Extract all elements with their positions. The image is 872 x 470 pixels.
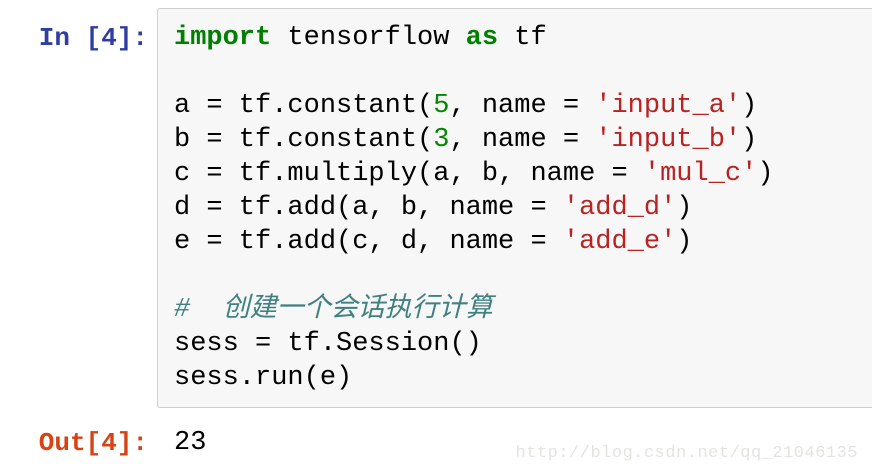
- code-token-pl: ): [741, 125, 758, 155]
- code-cell[interactable]: import tensorflow as tf a = tf.constant(…: [157, 8, 872, 408]
- watermark-text: http://blog.csdn.net/qq_21046135: [515, 444, 858, 463]
- code-line: [174, 55, 864, 89]
- code-token-str: 'add_d': [562, 193, 677, 223]
- code-token-str: 'input_b': [595, 125, 742, 155]
- output-prompt: Out[4]:: [38, 428, 148, 458]
- code-token-num: 3: [433, 125, 450, 155]
- code-token-pl: c = tf.multiply(a, b, name =: [174, 159, 644, 189]
- code-editor[interactable]: import tensorflow as tf a = tf.constant(…: [174, 21, 864, 395]
- input-cell-row: In [4]: import tensorflow as tf a = tf.c…: [38, 8, 872, 408]
- code-token-pl: ): [741, 91, 758, 121]
- code-token-pl: b = tf.constant(: [174, 125, 434, 155]
- code-token-pl: e = tf.add(c, d, name =: [174, 227, 563, 257]
- code-token-num: 5: [433, 91, 450, 121]
- code-token-pl: ): [757, 159, 774, 189]
- code-token-pl: ): [676, 193, 693, 223]
- code-token-pl: sess = tf.Session(): [174, 329, 482, 359]
- code-line: # 创建一个会话执行计算: [174, 293, 864, 327]
- code-line: e = tf.add(c, d, name = 'add_e'): [174, 225, 864, 259]
- output-value: 23: [174, 428, 207, 458]
- code-token-kw: import: [174, 23, 272, 53]
- code-line: c = tf.multiply(a, b, name = 'mul_c'): [174, 157, 864, 191]
- code-line: [174, 259, 864, 293]
- code-token-pl: sess.run(e): [174, 363, 353, 393]
- code-line: import tensorflow as tf: [174, 21, 864, 55]
- code-token-pl: d = tf.add(a, b, name =: [174, 193, 563, 223]
- code-token-pl: a = tf.constant(: [174, 91, 434, 121]
- code-line: a = tf.constant(5, name = 'input_a'): [174, 89, 864, 123]
- code-line: b = tf.constant(3, name = 'input_b'): [174, 123, 864, 157]
- code-token-str: 'mul_c': [643, 159, 758, 189]
- code-token-pl: , name =: [449, 91, 596, 121]
- code-line: sess = tf.Session(): [174, 327, 864, 361]
- output-row: Out[4]: 23: [0, 426, 872, 460]
- code-line: d = tf.add(a, b, name = 'add_d'): [174, 191, 864, 225]
- code-line: sess.run(e): [174, 361, 864, 395]
- code-token-pl: ): [676, 227, 693, 257]
- code-token-str: 'input_a': [595, 91, 742, 121]
- code-token-pl: tf: [498, 23, 547, 53]
- input-prompt: In [4]:: [38, 23, 148, 53]
- code-token-pl: tensorflow: [271, 23, 466, 53]
- code-token-kw: as: [465, 23, 499, 53]
- code-token-pl: , name =: [449, 125, 596, 155]
- code-token-cm: # 创建一个会话执行计算: [174, 295, 493, 325]
- code-token-str: 'add_e': [562, 227, 677, 257]
